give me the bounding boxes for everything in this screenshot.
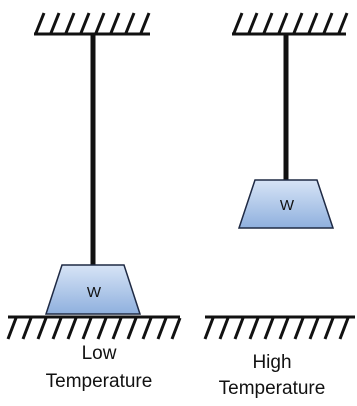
right-weight-label: W <box>280 197 295 214</box>
low-temperature-label: Low Temperature <box>14 343 184 393</box>
high-label-line1: High <box>252 352 292 373</box>
left-weight: W <box>44 264 142 315</box>
low-label-line1: Low <box>81 343 117 364</box>
right-weight: W <box>237 179 335 229</box>
left-weight-label: W <box>87 284 102 301</box>
right-floor <box>203 315 355 340</box>
high-label-line2: Temperature <box>218 378 326 399</box>
high-temperature-label: High Temperature <box>187 352 357 400</box>
left-floor <box>6 315 182 340</box>
right-ceiling <box>232 12 349 36</box>
low-label-line2: Temperature <box>45 371 153 392</box>
left-ceiling <box>34 12 151 36</box>
